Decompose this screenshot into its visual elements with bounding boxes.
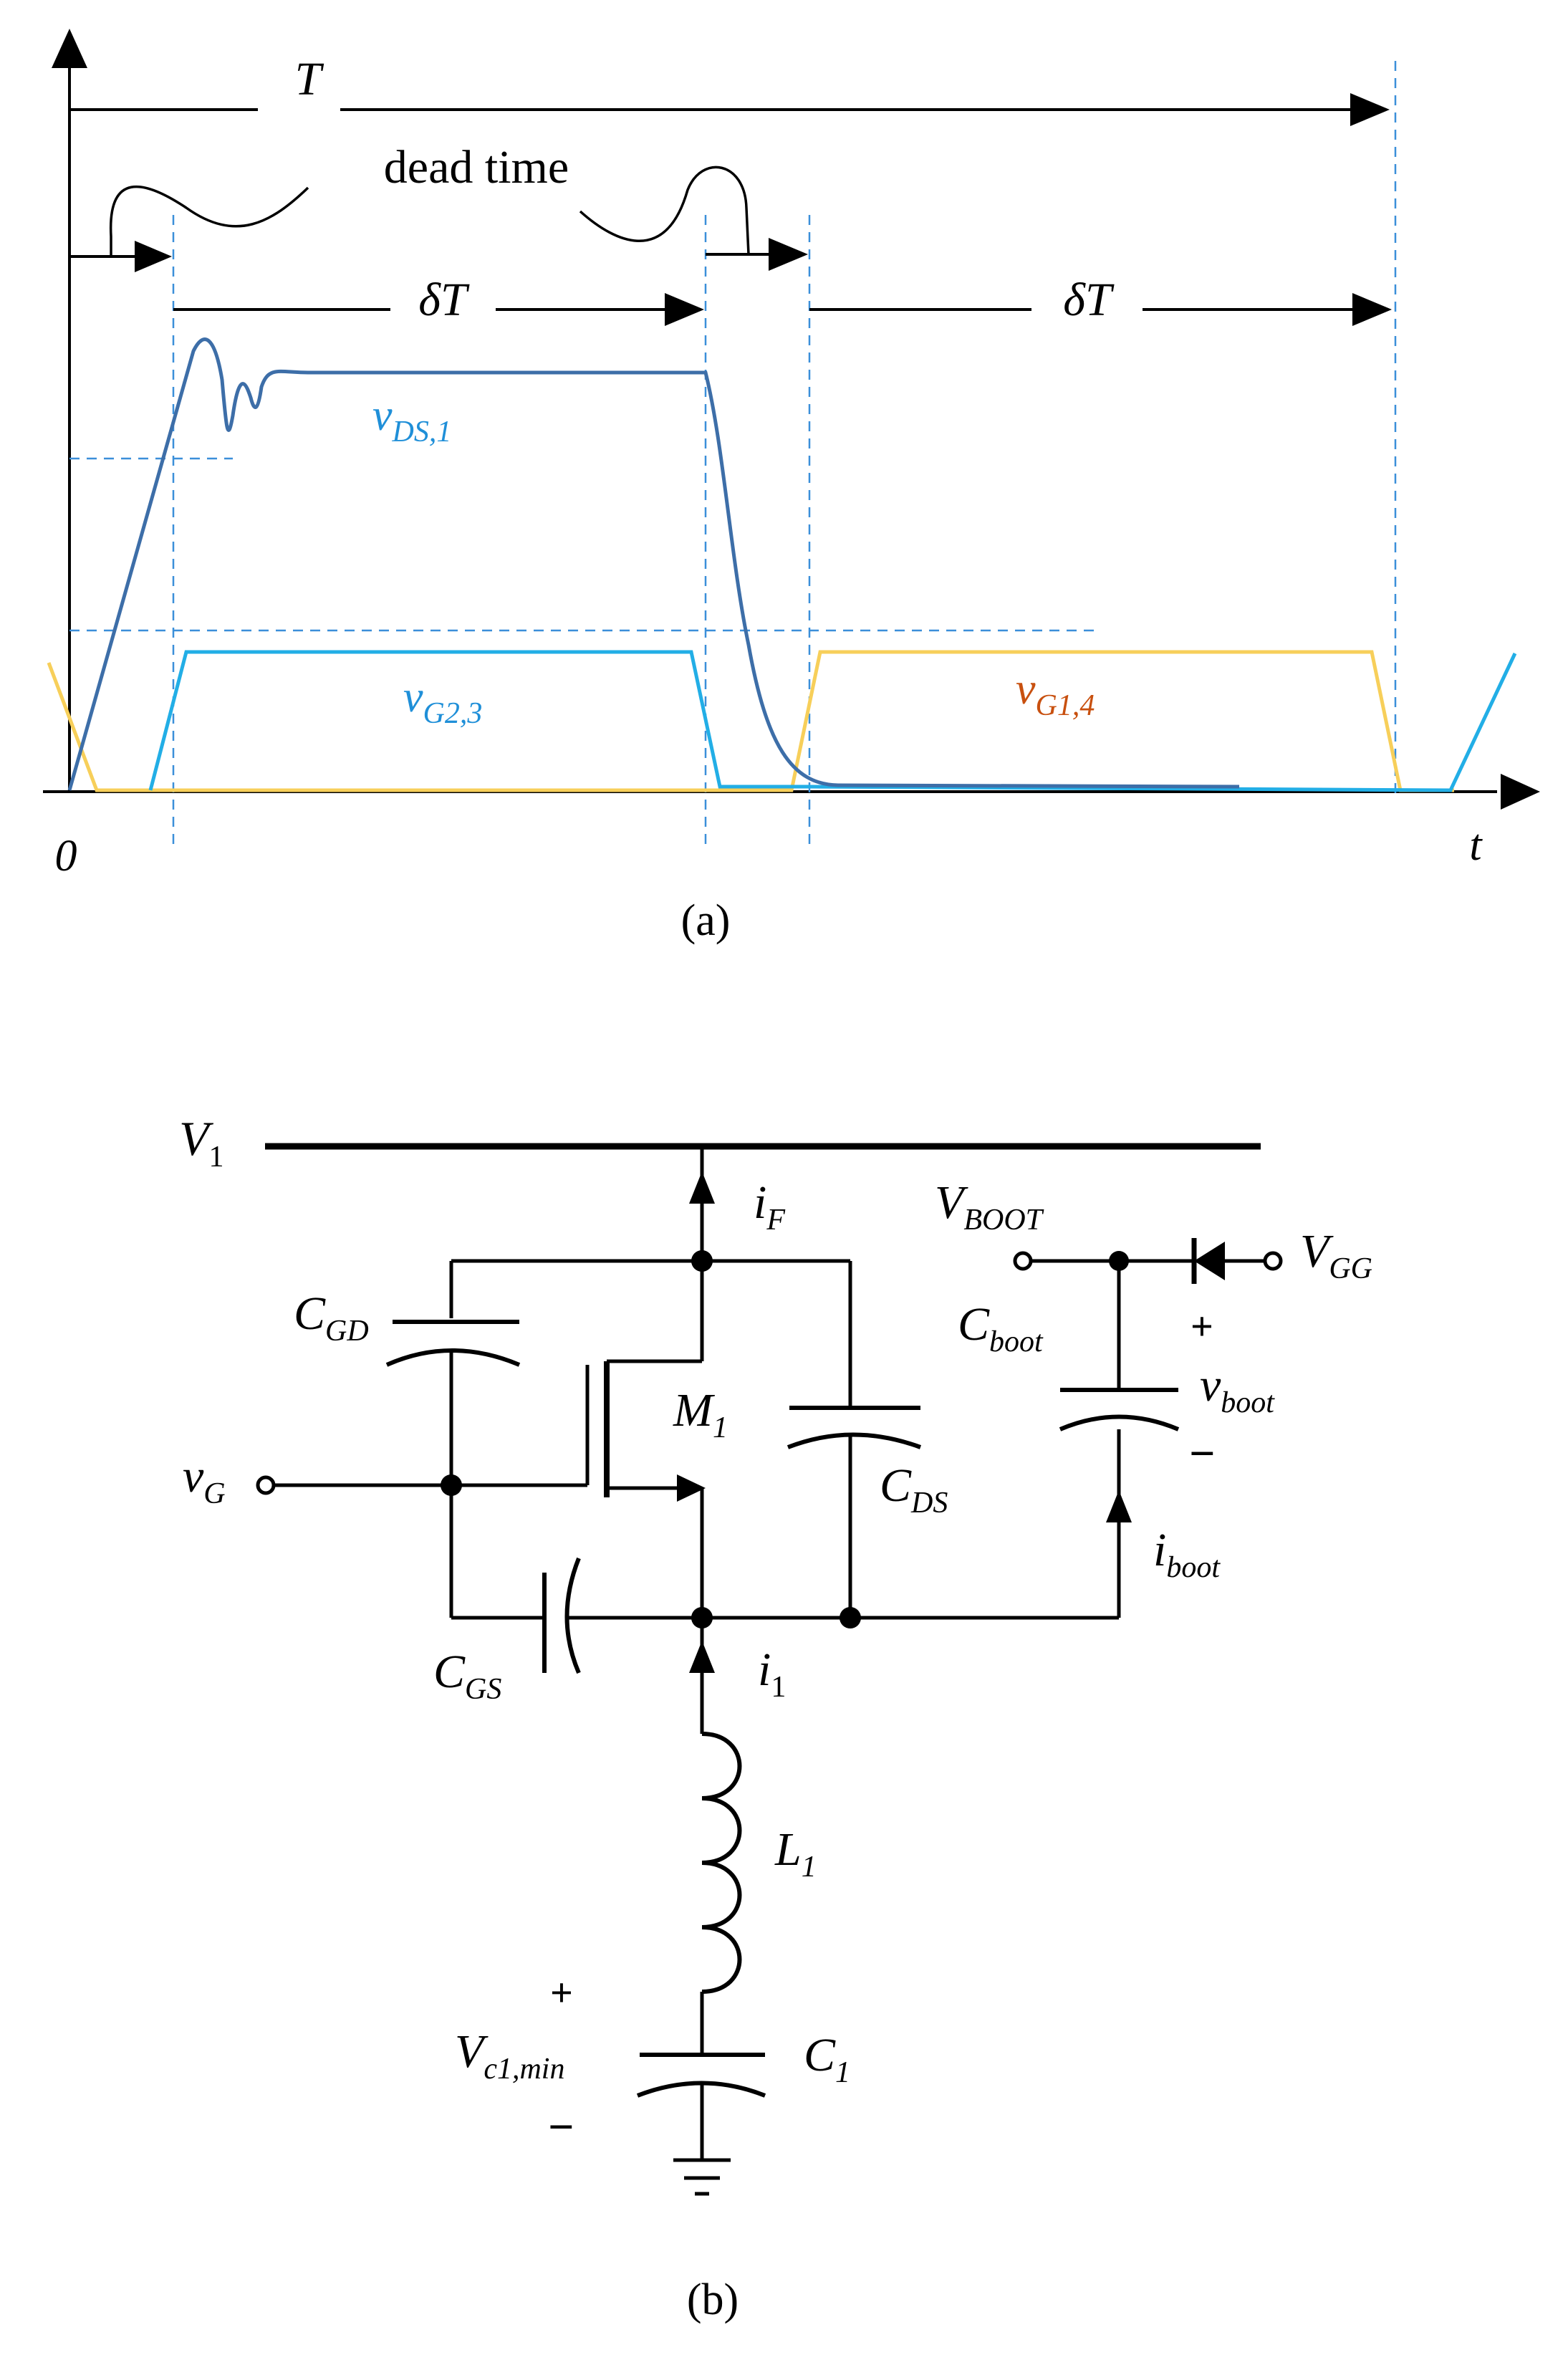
c1-plate-curved: [636, 2081, 766, 2098]
iboot-arrowhead: [1106, 1490, 1132, 1522]
period-label: T: [295, 53, 324, 105]
c1-label: C1: [804, 2029, 850, 2089]
vg14-label: vG1,4: [1016, 665, 1095, 722]
junction-vboot: [1109, 1251, 1129, 1271]
mosfet-source-arrowhead: [677, 1474, 706, 1502]
dead-time-brace-left: [109, 185, 309, 256]
i1-label: i1: [758, 1644, 786, 1704]
diode-triangle: [1194, 1242, 1225, 1280]
vg23-waveform: [148, 650, 1517, 792]
vboot-plus: +: [1191, 1305, 1213, 1349]
cgd-plate-curved: [385, 1348, 521, 1367]
origin-label: 0: [55, 832, 77, 881]
m1-label: M1: [673, 1384, 728, 1444]
delta-t-arrowhead-1: [665, 293, 704, 326]
dead-time-arrowhead-2: [769, 238, 808, 271]
vds-label: vDS,1: [372, 391, 451, 448]
guide-lines: [69, 61, 1397, 849]
cds-plate-curved: [787, 1432, 922, 1449]
junction-drain: [691, 1250, 713, 1272]
caption-b: (b): [687, 2275, 739, 2324]
junction-source: [691, 1607, 713, 1628]
cgs-label: CGS: [433, 1646, 501, 1706]
dead-time-brace-right: [579, 165, 750, 255]
vg23-label: vG2,3: [403, 673, 482, 730]
cboot-plate-curved: [1059, 1414, 1180, 1431]
delta-t-arrowhead-2: [1352, 293, 1392, 326]
cgs-plate-curved: [564, 1557, 581, 1674]
cboot-label: Cboot: [958, 1298, 1044, 1358]
i1-arrowhead: [689, 1641, 715, 1673]
cgd-label: CGD: [294, 1287, 369, 1348]
vc1-minus: −: [548, 2101, 574, 2152]
vboot-label: vboot: [1200, 1359, 1275, 1419]
vg-terminal: [256, 1475, 276, 1495]
y-axis-arrowhead: [52, 29, 87, 68]
l1-inductor: [701, 1732, 742, 1994]
v1-label: V1: [179, 1111, 224, 1174]
delta-t-label-2: δT: [1063, 274, 1115, 326]
vboot-terminal-label: VBOOT: [935, 1176, 1044, 1237]
caption-a: (a): [681, 896, 731, 945]
cds-label: CDS: [880, 1459, 948, 1520]
vc1min-label: Vc1,min: [455, 2025, 564, 2086]
junction-gate: [441, 1474, 462, 1496]
period-arrowhead: [1350, 93, 1390, 126]
l1-label: L1: [774, 1823, 817, 1884]
delta-t-label-1: δT: [418, 274, 470, 326]
junction-cds: [840, 1607, 861, 1628]
vboot-minus: −: [1189, 1428, 1215, 1479]
timing-diagram: T dead time δT δT vDS,1 vG2,3 vG1,4 0 t …: [43, 29, 1540, 945]
x-axis-arrowhead: [1501, 774, 1540, 810]
vds-waveform: [67, 337, 1240, 791]
vg-label: vG: [183, 1450, 226, 1510]
circuit-schematic: [256, 1143, 1283, 2196]
junction-dots: [441, 1250, 1129, 1628]
circuit-labels: V1 iF VBOOT VGG CGD Cboot + vboot − M1 v…: [179, 1111, 1372, 2324]
vboot-terminal: [1013, 1251, 1033, 1271]
if-label: iF: [754, 1176, 785, 1237]
time-axis-label: t: [1469, 821, 1483, 870]
vgg-label: VGG: [1300, 1225, 1372, 1285]
iboot-label: iboot: [1153, 1524, 1221, 1584]
vgg-terminal: [1263, 1251, 1283, 1271]
vc1-plus: +: [550, 1971, 573, 2015]
if-arrowhead: [689, 1171, 715, 1204]
dead-time-label: dead time: [384, 141, 569, 193]
dead-time-arrowhead-1: [135, 241, 172, 272]
vg14-waveform: [47, 650, 1454, 792]
